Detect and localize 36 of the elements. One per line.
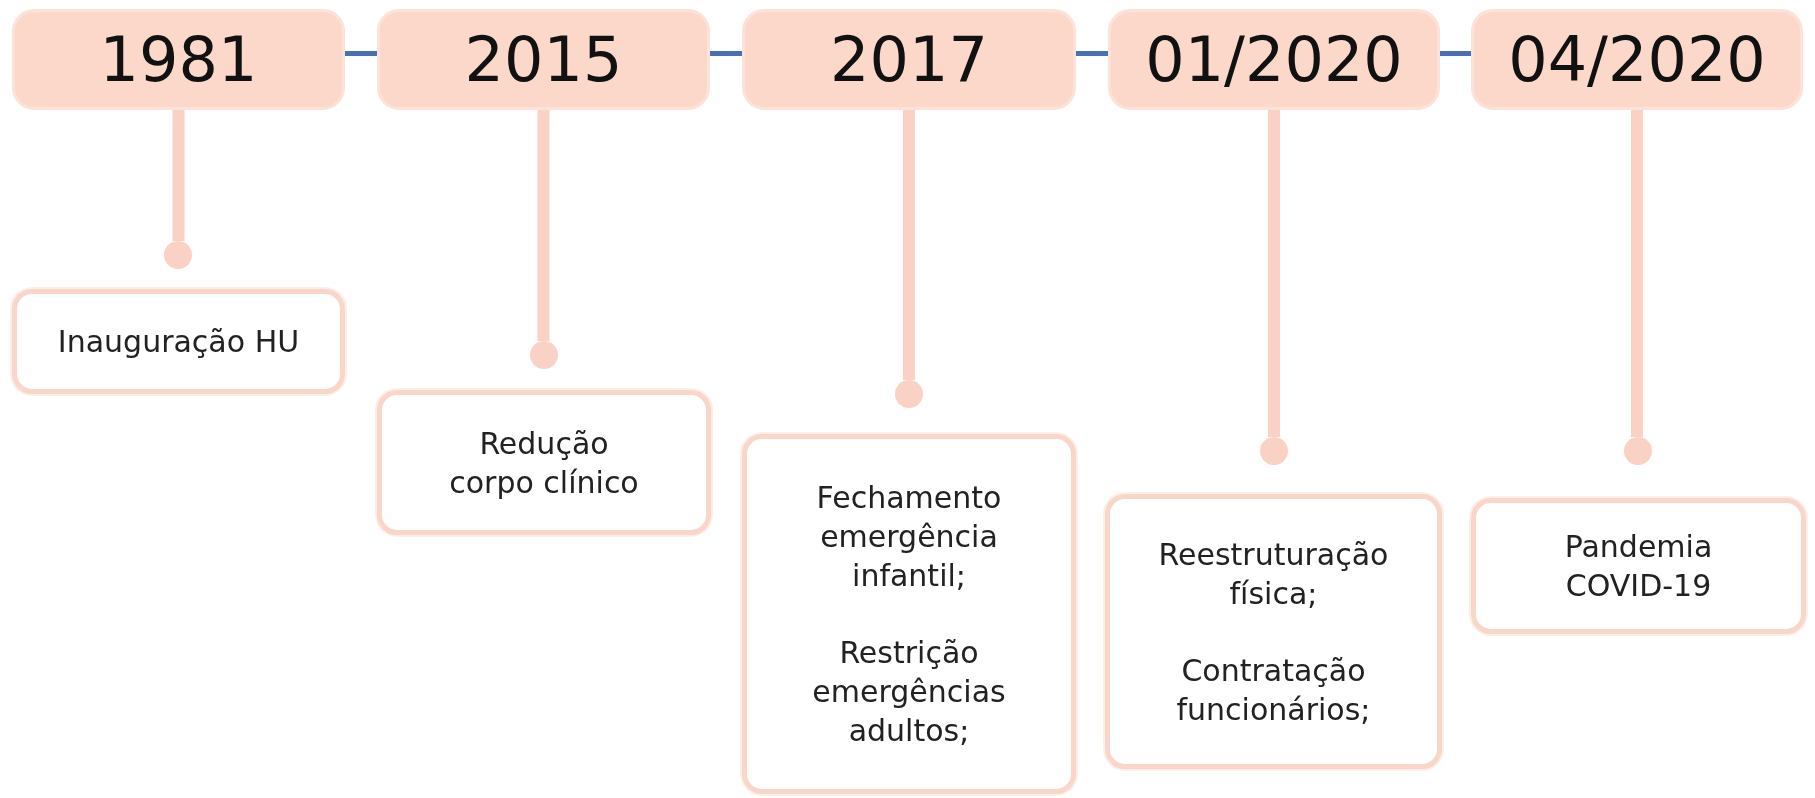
- timeline-dot: [895, 380, 923, 408]
- stem-line: [1268, 110, 1280, 437]
- event-box: [1471, 498, 1806, 634]
- year-label: 1981: [99, 23, 258, 96]
- year-box: [1108, 9, 1440, 110]
- year-box: [12, 9, 345, 110]
- event-text: Reestruturação física;: [1157, 535, 1390, 613]
- timeline-connector: [1440, 51, 1471, 56]
- year-label: 2015: [464, 23, 623, 96]
- year-label: 2017: [830, 23, 988, 96]
- year-box: [1471, 9, 1803, 110]
- stem-line: [172, 110, 185, 241]
- event-text: Restrição emergências adultos;: [811, 634, 1007, 750]
- timeline-connector: [710, 51, 742, 56]
- event-text: Pandemia COVID-19: [1563, 528, 1714, 605]
- event-text: Inauguração HU: [57, 323, 300, 361]
- stem-line: [903, 110, 915, 380]
- event-box: [1105, 494, 1442, 769]
- event-box: [377, 390, 711, 535]
- event-box: [12, 289, 345, 394]
- timeline-connector: [345, 51, 377, 56]
- stem-line: [537, 110, 550, 341]
- timeline-dot: [164, 241, 192, 269]
- stem-line: [1631, 110, 1643, 437]
- event-text: Redução corpo clínico: [448, 424, 640, 502]
- year-label: 04/2020: [1508, 23, 1766, 96]
- year-box: [377, 9, 710, 110]
- timeline-dot: [1624, 437, 1652, 465]
- timeline-dot: [530, 341, 558, 369]
- timeline-connector: [1076, 51, 1108, 56]
- event-box: [742, 434, 1076, 794]
- event-text: Contratação funcionários;: [1175, 651, 1372, 729]
- year-label: 01/2020: [1145, 23, 1403, 96]
- event-text: Fechamento emergência infantil;: [815, 479, 1003, 595]
- timeline-dot: [1260, 437, 1288, 465]
- year-box: [742, 9, 1076, 110]
